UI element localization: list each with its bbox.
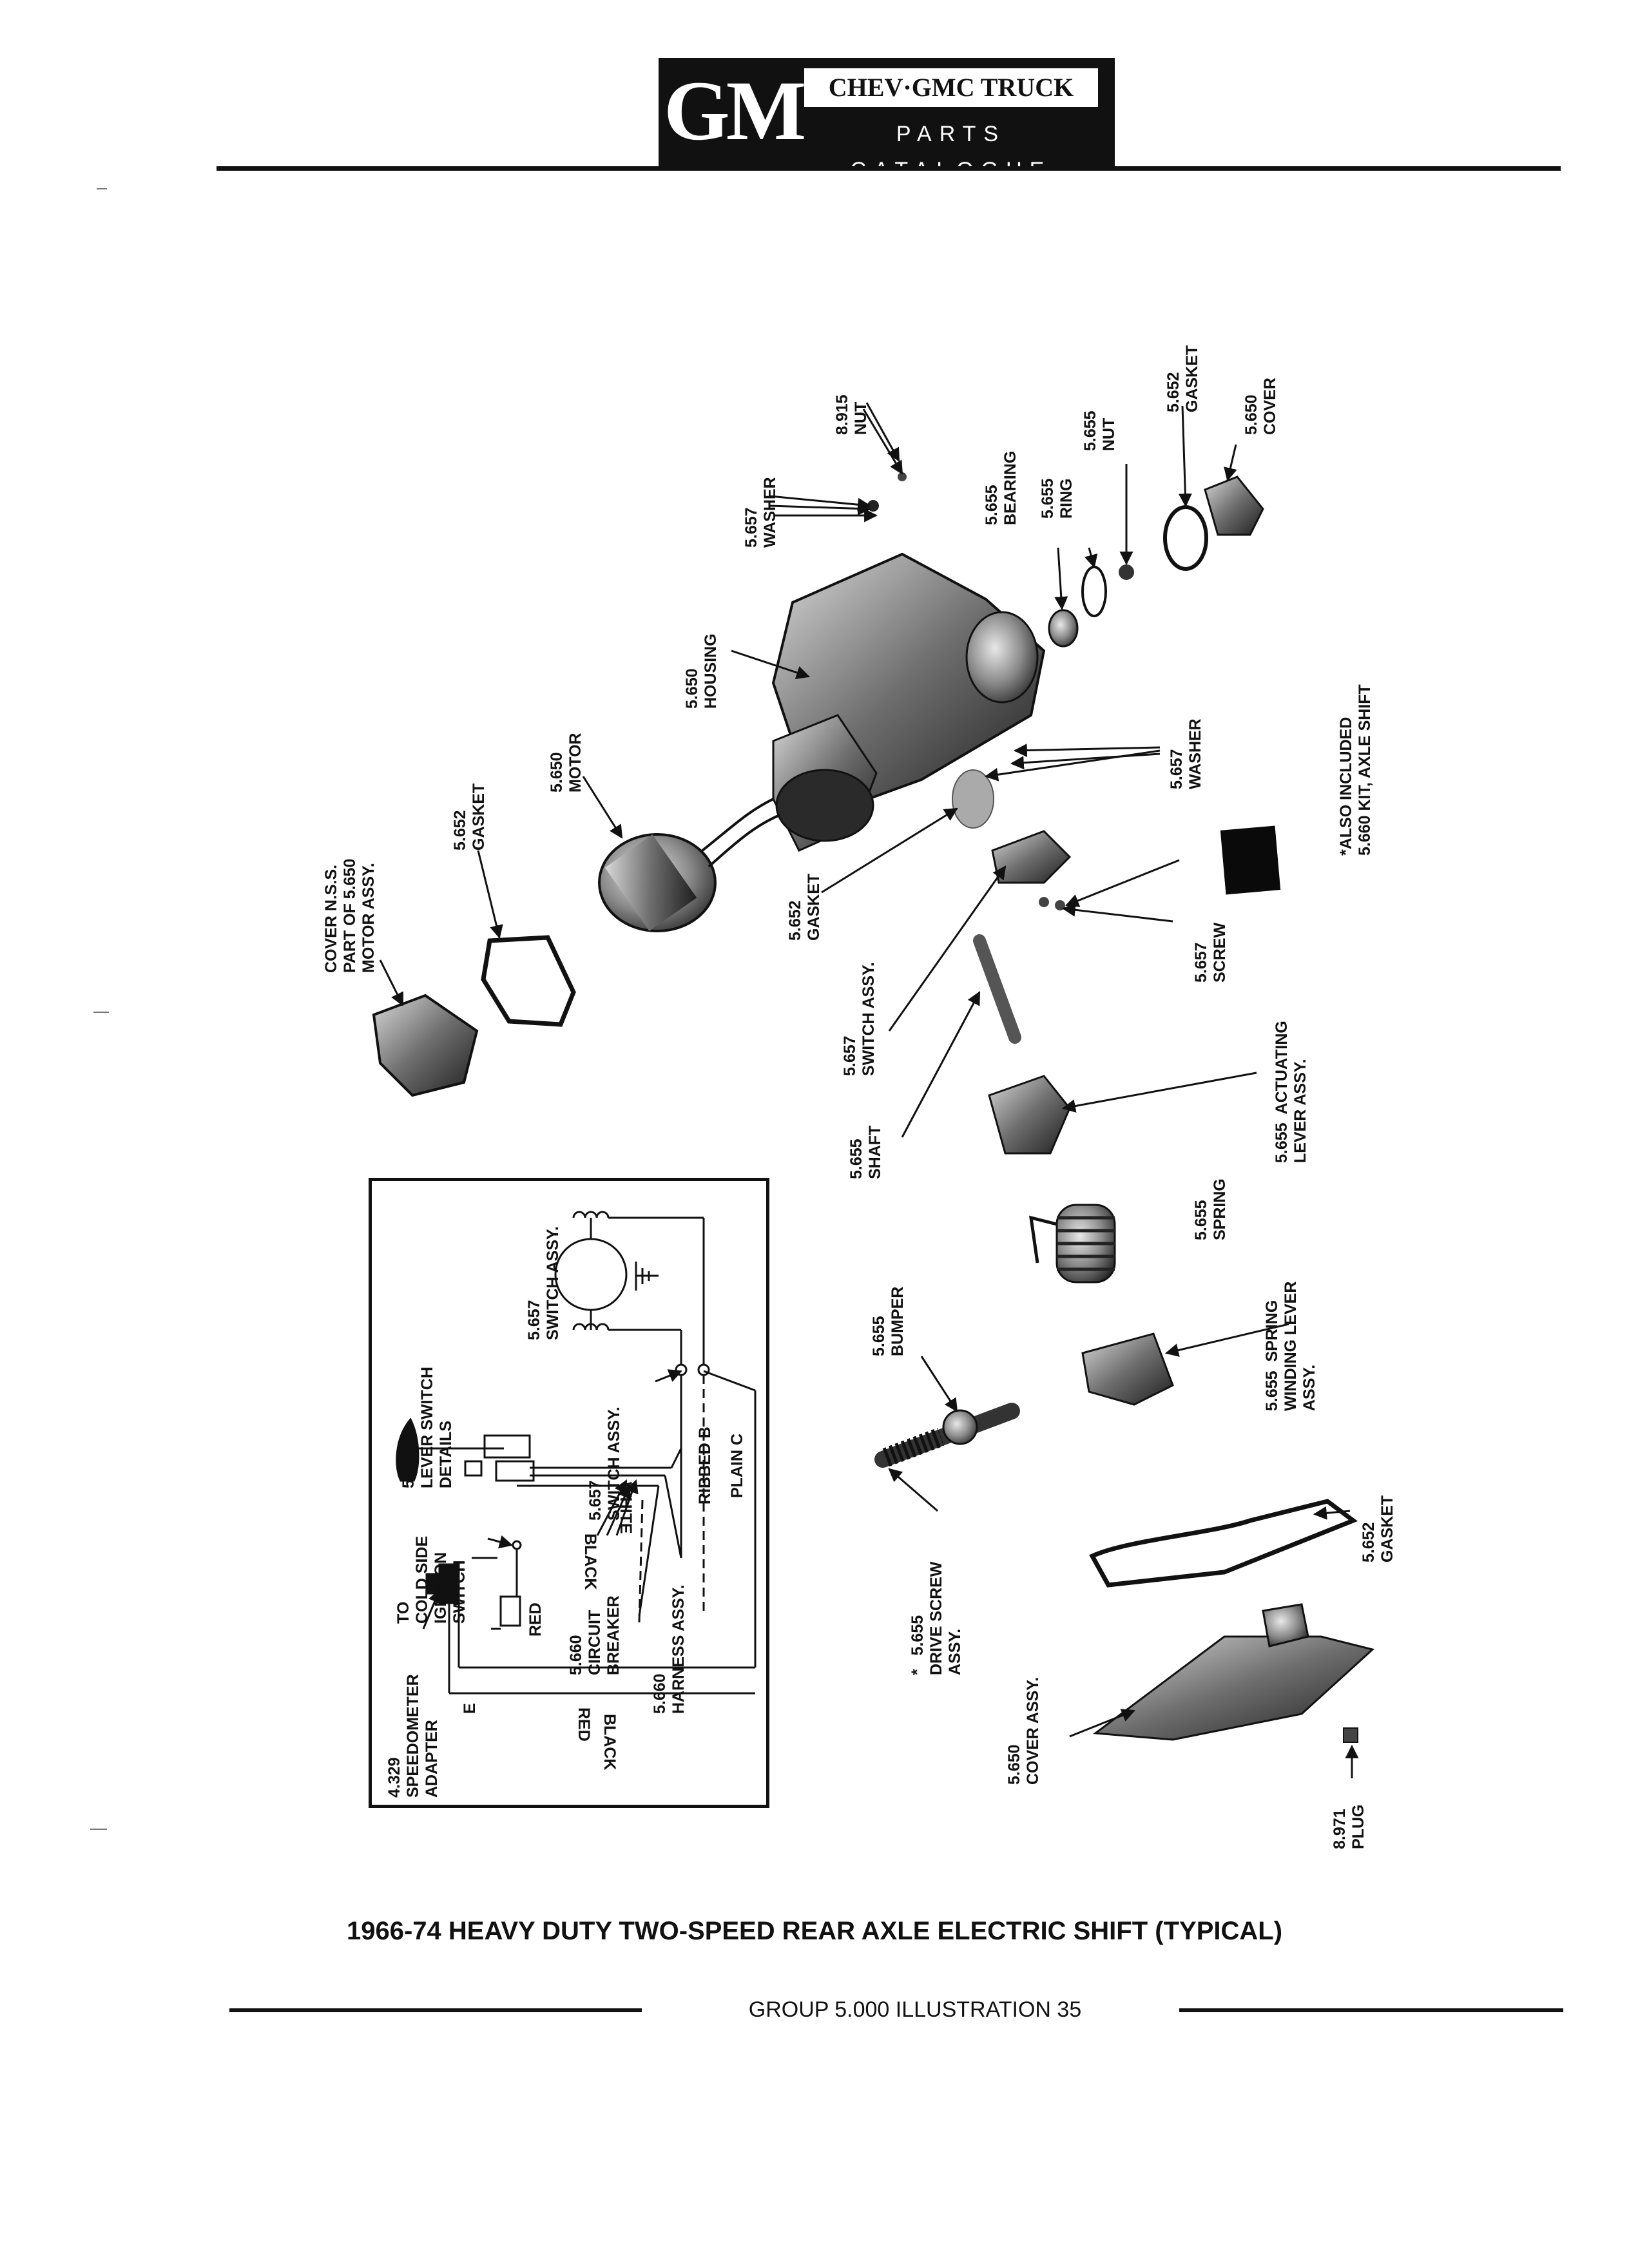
wiring-schematic [396,1211,757,1695]
schematic-lever [396,1418,419,1482]
leader-lines [379,402,1359,1778]
label-washer-5657-mid: 5.657 WASHER [1168,718,1204,789]
label-actuating-lever-5655: 5.655 ACTUATING LEVER ASSY. [1273,1021,1309,1163]
footer-rule-left [229,2008,642,2012]
schem-label-ribbed-b: RIBBED B [696,1427,714,1504]
schem-label-speedometer-adapter: 4.329 SPEEDOMETER ADAPTER [385,1674,441,1798]
margin-tick [90,1829,107,1830]
motor-cover-part [372,994,479,1097]
label-cover-nss: COVER N.S.S. PART OF 5.650 MOTOR ASSY. [322,858,378,973]
schem-label-e: E [461,1703,479,1714]
cover-gasket-part [1163,505,1208,571]
bearing-part [1048,609,1079,648]
label-screw-5657: 5.657 SCREW [1192,922,1229,983]
schem-label-black-bottom: BLACK [601,1714,619,1771]
screw-part [1039,897,1049,907]
schem-label-harness-assy: 5.660 HARNESS ASSY. [651,1584,688,1714]
footer-group-illustration: GROUP 5.000 ILLUSTRATION 35 [748,1997,1082,2022]
label-cover-assy-5650: 5.650 COVER ASSY. [1005,1677,1042,1785]
gm-logo: GM [664,63,806,159]
schem-label-red-bottom: RED [575,1707,593,1742]
label-nut-8915: 8.915 NUT [833,394,870,435]
label-bumper-5655: 5.655 BUMPER [870,1286,907,1356]
margin-tick [93,1012,109,1013]
label-spring-5655: 5.655 SPRING [1192,1178,1229,1240]
label-gasket-5652-bottom: 5.652 GASKET [1360,1495,1396,1562]
housing-part [771,552,1046,852]
label-motor-5650: 5.650 MOTOR [548,733,584,793]
label-ring-5655: 5.655 RING [1039,478,1075,519]
label-drive-screw-5655: * 5.655 DRIVE SCREW ASSY. [909,1561,964,1675]
label-washer-5657-top: 5.657 WASHER [742,477,779,548]
black-pad-part [1220,825,1281,895]
header-title: CHEV·GMC TRUCK [804,68,1098,107]
label-shaft-5655: 5.655 SHAFT [847,1125,884,1179]
switch-part [991,830,1072,884]
winding-lever-part [1081,1332,1174,1406]
schem-label-white: WHITE [617,1482,635,1534]
schem-label-to-cold-side: TO COLD SIDE IGNITION SWITCH [394,1535,468,1624]
nut-part [1119,564,1134,580]
schem-label-red-small: RED [526,1602,545,1637]
label-gasket-5652-motor: 5.652 GASKET [451,783,488,850]
schem-label-black-mid: BLACK [581,1533,599,1590]
schematic-arrows [422,1369,682,1629]
label-nut-5655: 5.655 NUT [1081,410,1118,451]
ring-part [1081,566,1107,617]
label-housing-5650: 5.650 HOUSING [683,633,720,709]
footer-rule-right [1179,2008,1563,2012]
nut-small-part [898,472,907,481]
motor-part [598,798,780,932]
label-spring-winding-5655: 5.655 SPRING WINDING LEVER ASSY. [1263,1281,1318,1411]
shaft-part [973,934,1021,1044]
schematic-coil-top [572,1211,610,1218]
bumper-drive-screw-part [874,1403,1020,1468]
label-gasket-5652-top: 5.652 GASKET [1164,345,1201,412]
small-cover-part [1204,476,1264,536]
label-also-included: *ALSO INCLUDED 5.660 KIT, AXLE SHIFT [1337,684,1374,856]
schem-label-circuit-breaker: 5.660 CIRCUIT BREAKER [567,1595,622,1675]
bottom-cover-part [1092,1603,1375,1741]
label-gasket-5652-switch: 5.652 GASKET [786,873,823,941]
margin-tick [97,188,107,189]
actuating-lever-part [988,1075,1071,1155]
figure-caption: 1966-74 HEAVY DUTY TWO-SPEED REAR AXLE E… [346,1917,1283,1945]
spring-part [1028,1204,1116,1283]
schematic-circuit-breaker [499,1595,521,1627]
header-rule [217,166,1561,171]
schem-label-switch-assy-top: 5.657 SWITCH ASSY. [525,1226,562,1340]
bottom-gasket-part [1089,1499,1358,1588]
label-cover-5650-top: 5.650 COVER [1242,378,1279,435]
schem-label-plain-c: PLAIN C [728,1434,746,1498]
motor-gasket-part [481,935,576,1027]
schematic-motor [554,1238,628,1311]
label-bearing-5655: 5.655 BEARING [983,450,1019,525]
label-switch-assy-5657: 5.657 SWITCH ASSY. [841,962,878,1076]
switch-gasket-part [952,769,994,829]
plug-part [1343,1727,1358,1743]
label-plug-8971: 8.971 PLUG [1331,1804,1367,1849]
wiring-schematic-box [369,1178,769,1808]
schem-label-lever-switch-details: 5.660 LEVER SWITCH DETAILS [400,1367,455,1488]
schematic-lever-switch [483,1434,531,1459]
